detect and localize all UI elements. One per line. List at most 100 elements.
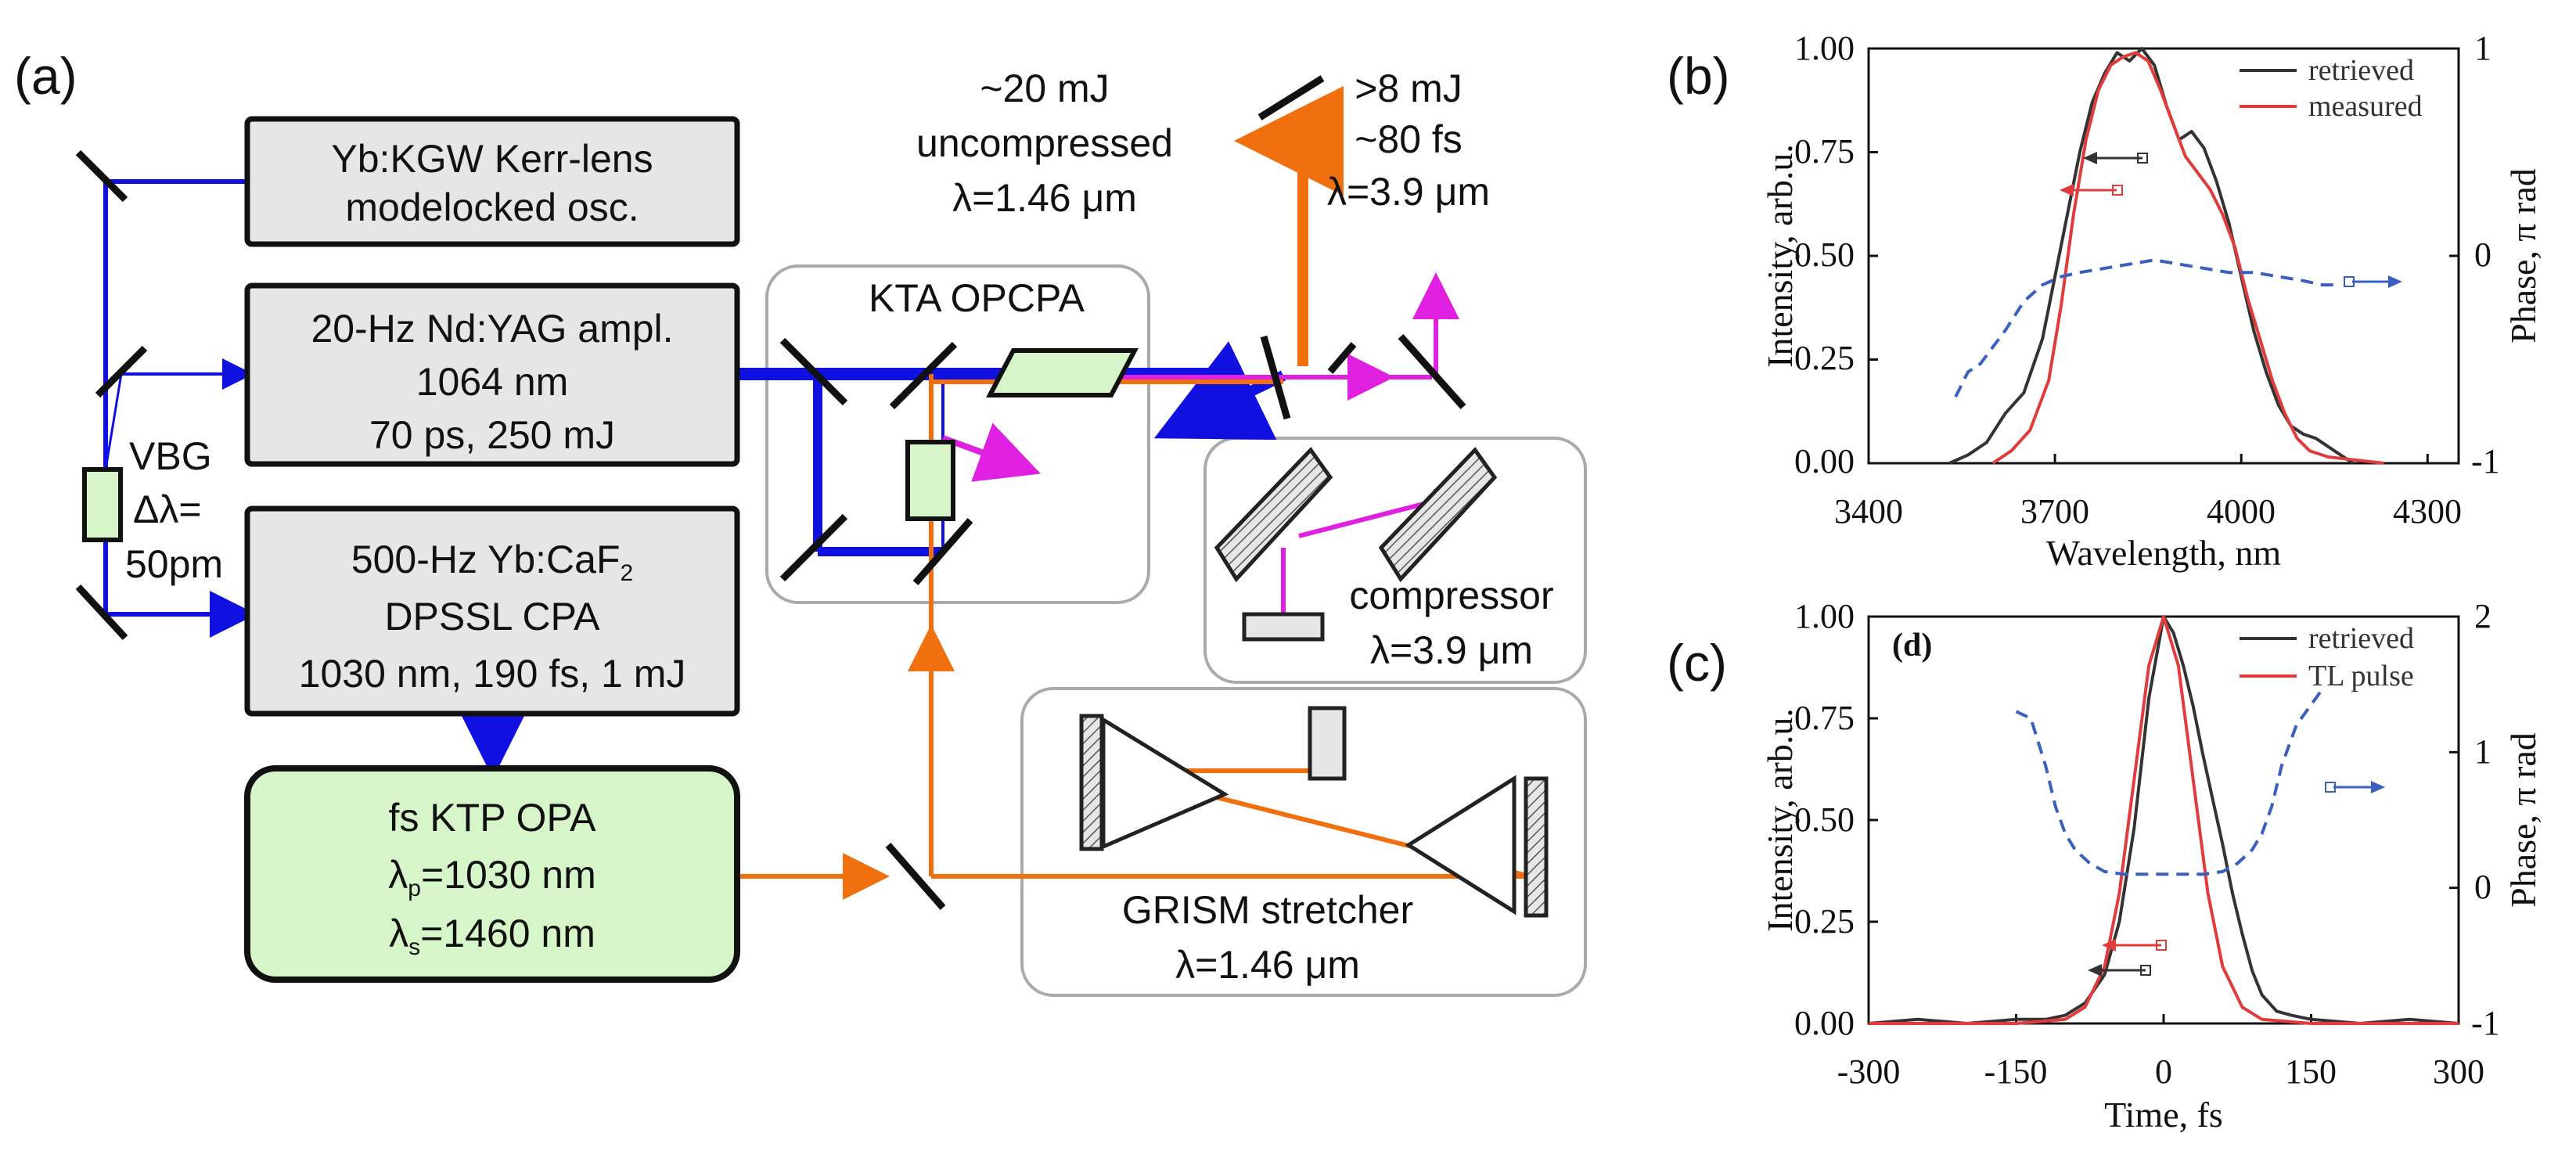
output-line3: λ=3.9 μm <box>1327 170 1490 214</box>
mirror-set <box>75 75 1466 910</box>
vbg-label-2: Δλ= <box>133 487 202 531</box>
mirror <box>912 518 973 585</box>
mirror <box>75 149 128 203</box>
y2label-c: Phase, π rad <box>2503 732 2543 908</box>
kta-crystal-small <box>905 440 955 521</box>
legend-b-retrieved: retrieved <box>2308 54 2414 87</box>
y2tick-b-2: 0 <box>2474 236 2491 274</box>
mirror <box>1260 335 1291 420</box>
ytick-b-1: 1.00 <box>1794 29 1855 67</box>
inner-label-d: (d) <box>1892 628 1932 664</box>
stretcher-enclosure <box>1020 687 1587 997</box>
mirror <box>95 345 148 398</box>
panel-b-chart: (b) 1.00 0.75 0.50 0.25 0.00 1 0 -1 3400… <box>1667 29 2543 573</box>
ytick-c-4: 0.25 <box>1794 902 1855 941</box>
ytick-c-3: 0.50 <box>1794 800 1855 839</box>
oscillator-line1: Yb:KGW Kerr-lens <box>331 137 653 181</box>
uncompressed-line3: λ=1.46 μm <box>952 176 1137 220</box>
y2tick-b-3: -1 <box>2471 442 2500 480</box>
kta-opcpa-enclosure <box>765 264 1150 604</box>
ytick-c-1: 1.00 <box>1794 597 1855 635</box>
series-line-b-phase <box>1954 258 2341 398</box>
xtick-c-4: 150 <box>2285 1052 2337 1091</box>
mirror <box>779 337 848 406</box>
series-layer-b <box>1948 47 2385 465</box>
xtick-b-2: 3700 <box>2020 492 2089 531</box>
stretcher-line2: λ=1.46 μm <box>1175 943 1360 987</box>
mirror <box>75 584 128 641</box>
series-line-c-tl-pulse <box>1869 615 2459 1025</box>
ytick-c-5: 0.00 <box>1794 1004 1855 1042</box>
cpa-line2: DPSSL CPA <box>384 595 600 638</box>
series-line-c-retrieved <box>1868 615 2459 1025</box>
compressor-line1: compressor <box>1349 574 1553 617</box>
series-line-c-phase <box>2015 690 2322 876</box>
compressor-line2: λ=3.9 μm <box>1370 628 1533 672</box>
mirror <box>1327 342 1357 374</box>
ndyag-line3: 70 ps, 250 mJ <box>369 413 615 457</box>
mirror <box>889 341 958 410</box>
ndyag-line2: 1064 nm <box>416 360 569 404</box>
axis-arrows-c <box>2088 781 2385 977</box>
ytick-b-3: 0.50 <box>1794 236 1855 274</box>
uncompressed-line2: uncompressed <box>916 121 1173 165</box>
opa-box: fs KTP OPA λp=1030 nm λs=1460 nm <box>244 765 740 983</box>
xtick-c-1: -300 <box>1837 1052 1901 1091</box>
vbg-label-1: VBG <box>129 434 212 478</box>
ylabel-b: Intensity, arb.u. <box>1760 144 1800 368</box>
y2tick-c-1: 2 <box>2474 597 2491 635</box>
vbg-element <box>82 467 123 542</box>
series-line-b-measured <box>1991 51 2385 465</box>
y2tick-c-3: 0 <box>2474 868 2491 906</box>
xtick-c-5: 300 <box>2433 1052 2484 1091</box>
legend-c: retrieved TL pulse <box>2240 622 2414 692</box>
xtick-c-3: 0 <box>2155 1052 2172 1091</box>
opa-line2: λp=1030 nm <box>388 853 595 901</box>
kta-crystal <box>986 348 1139 397</box>
ndyag-line1: 20-Hz Nd:YAG ampl. <box>311 307 673 351</box>
ytick-b-2: 0.75 <box>1794 132 1855 171</box>
mirror <box>885 843 946 910</box>
opa-line1: fs KTP OPA <box>389 796 597 840</box>
vbg-label-3: 50pm <box>125 542 223 586</box>
ndyag-box: 20-Hz Nd:YAG ampl. 1064 nm 70 ps, 250 mJ <box>244 282 740 467</box>
mirror <box>1257 75 1325 120</box>
ylabel-c: Intensity, arb.u. <box>1760 708 1800 932</box>
series-layer-c <box>1868 615 2459 1025</box>
xlabel-c: Time, fs <box>2104 1095 2223 1135</box>
output-line2: ~80 fs <box>1355 117 1462 161</box>
stretcher-grisms <box>1079 706 1549 918</box>
xtick-b-3: 4000 <box>2207 492 2276 531</box>
axis-arrows-b <box>2060 152 2402 288</box>
panel-label-b: (b) <box>1667 47 1730 105</box>
series-line-b-retrieved <box>1948 47 2355 465</box>
y2label-b: Phase, π rad <box>2503 168 2543 344</box>
oscillator-box: Yb:KGW Kerr-lens modelocked osc. <box>244 116 740 247</box>
y2tick-b-1: 1 <box>2474 29 2491 67</box>
legend-c-tl: TL pulse <box>2308 660 2414 692</box>
cpa-line1: 500-Hz Yb:CaF2 <box>351 538 633 586</box>
panel-label-a: (a) <box>14 47 77 105</box>
legend-b: retrieved measured <box>2240 54 2423 123</box>
ytick-c-2: 0.75 <box>1794 699 1855 737</box>
cpa-line3: 1030 nm, 190 fs, 1 mJ <box>299 652 686 696</box>
oscillator-line2: modelocked osc. <box>345 185 639 229</box>
idler-beam-paths <box>941 272 1459 614</box>
panel-a-diagram: (a) <box>14 47 1587 997</box>
compressor-enclosure <box>1203 437 1587 684</box>
panel-c-chart: (c) (d) 1.00 0.75 0.50 0.25 0.00 2 1 0 -… <box>1667 597 2543 1135</box>
mirror <box>779 513 848 582</box>
y2tick-c-2: 1 <box>2474 732 2491 771</box>
xtick-b-1: 3400 <box>1834 492 1903 531</box>
mirror <box>1398 334 1466 409</box>
y2tick-c-4: -1 <box>2471 1004 2500 1042</box>
cpa-box: 500-Hz Yb:CaF2 DPSSL CPA 1030 nm, 190 fs… <box>244 505 740 717</box>
xlabel-b: Wavelength, nm <box>2046 533 2282 573</box>
uncompressed-line1: ~20 mJ <box>980 67 1109 110</box>
legend-c-retrieved: retrieved <box>2308 622 2414 655</box>
ytick-b-4: 0.25 <box>1794 339 1855 377</box>
panel-label-c: (c) <box>1667 634 1727 692</box>
opa-line3: λs=1460 nm <box>389 912 595 960</box>
output-line1: >8 mJ <box>1355 67 1462 110</box>
